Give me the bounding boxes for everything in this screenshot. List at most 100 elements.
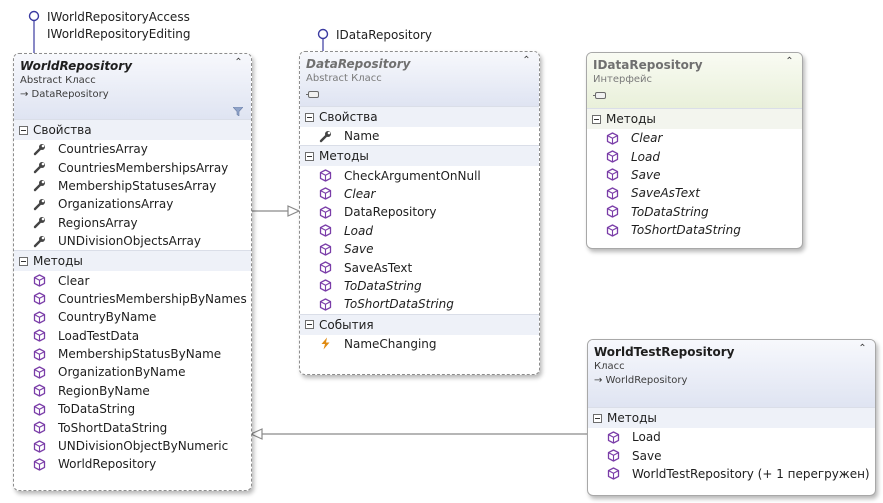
- member-label: CountryByName: [58, 310, 157, 325]
- collapse-box-icon[interactable]: [19, 125, 28, 135]
- class-name: DataRepository: [306, 57, 411, 71]
- member-row[interactable]: CountriesMembershipsArray: [14, 158, 251, 176]
- cube-icon: [606, 205, 619, 218]
- inheritance-arrow-test-to-world[interactable]: [249, 428, 587, 440]
- member-row[interactable]: SaveAsText: [300, 258, 539, 276]
- filter-icon[interactable]: [233, 107, 243, 116]
- lollipop-data-repository: [317, 28, 329, 52]
- member-list: NameChanging: [300, 335, 539, 353]
- member-row[interactable]: UNDivisionObjectByNumeric: [14, 437, 251, 455]
- interface-idata-repository[interactable]: IDataRepository Интерфейс ⌃ Методы Clear…: [586, 52, 803, 249]
- compartment-header[interactable]: Методы: [300, 145, 539, 167]
- lightning-icon: [319, 337, 332, 350]
- member-label: ToShortDataString: [631, 223, 741, 238]
- member-row[interactable]: Clear: [587, 129, 802, 147]
- member-row[interactable]: Load: [588, 428, 875, 446]
- member-label: CountriesMembershipsArray: [58, 160, 229, 175]
- class-stereotype: Класс: [594, 361, 625, 372]
- member-row[interactable]: WorldRepository: [14, 455, 251, 473]
- member-row[interactable]: MembershipStatusByName: [14, 345, 251, 363]
- member-row[interactable]: Save: [587, 166, 802, 184]
- base-class-link[interactable]: → WorldRepository: [594, 375, 688, 386]
- member-row[interactable]: WorldTestRepository (+ 1 перегружен): [588, 465, 875, 483]
- cube-icon: [607, 449, 620, 462]
- member-row[interactable]: Save: [300, 240, 539, 258]
- collapse-box-icon[interactable]: [593, 413, 602, 423]
- member-row[interactable]: ToShortDataString: [587, 221, 802, 239]
- member-row[interactable]: NameChanging: [300, 335, 539, 353]
- member-row[interactable]: CheckArgumentOnNull: [300, 166, 539, 184]
- member-row[interactable]: ToDataString: [300, 277, 539, 295]
- member-label: MembershipStatusesArray: [58, 178, 217, 193]
- collapse-box-icon[interactable]: [305, 151, 314, 161]
- member-row[interactable]: CountriesArray: [14, 140, 251, 158]
- member-row[interactable]: Save: [588, 446, 875, 464]
- class-name: WorldRepository: [20, 59, 133, 73]
- member-label: Load: [631, 149, 660, 164]
- member-row[interactable]: Load: [587, 147, 802, 165]
- member-row[interactable]: MembershipStatusesArray: [14, 177, 251, 195]
- member-row[interactable]: LoadTestData: [14, 327, 251, 345]
- member-label: Load: [344, 223, 373, 238]
- member-row[interactable]: ToShortDataString: [300, 295, 539, 313]
- member-label: Load: [632, 430, 661, 445]
- inheritance-arrow-world-to-data[interactable]: [251, 205, 301, 217]
- cube-icon: [606, 223, 619, 237]
- compartment-header[interactable]: События: [300, 313, 539, 335]
- member-label: Clear: [344, 186, 376, 201]
- member-row[interactable]: ToShortDataString: [14, 418, 251, 436]
- collapse-box-icon[interactable]: [19, 256, 28, 266]
- member-row[interactable]: Name: [300, 127, 539, 145]
- compartment-header[interactable]: Методы: [14, 250, 251, 272]
- member-row[interactable]: OrganizationByName: [14, 363, 251, 381]
- member-label: CountriesArray: [58, 142, 148, 157]
- collapse-box-icon[interactable]: [305, 320, 314, 330]
- class-name: WorldTestRepository: [594, 345, 735, 359]
- properties-compartment: Свойства Name: [300, 106, 539, 145]
- member-row[interactable]: Clear: [14, 271, 251, 289]
- wrench-icon: [33, 235, 46, 248]
- member-row[interactable]: OrganizationsArray: [14, 195, 251, 213]
- double-chevron-up-icon[interactable]: ⌃: [234, 57, 243, 68]
- member-label: Save: [344, 242, 374, 257]
- compartment-header[interactable]: Методы: [588, 407, 875, 428]
- expand-chip-icon[interactable]: [593, 92, 606, 99]
- member-row[interactable]: SaveAsText: [587, 184, 802, 202]
- class-stereotype: Интерфейс: [593, 74, 653, 85]
- class-world-test-repository[interactable]: WorldTestRepository Класс → WorldReposit…: [587, 339, 876, 496]
- double-chevron-up-icon[interactable]: ⌃: [858, 343, 867, 354]
- member-label: OrganizationByName: [58, 365, 186, 380]
- member-label: ToDataString: [344, 278, 422, 293]
- collapse-box-icon[interactable]: [305, 112, 314, 122]
- compartment-title: Методы: [319, 149, 369, 164]
- compartment-header[interactable]: Свойства: [300, 106, 539, 127]
- member-label: WorldRepository: [58, 457, 157, 472]
- member-row[interactable]: RegionsArray: [14, 214, 251, 232]
- member-row[interactable]: CountryByName: [14, 308, 251, 326]
- class-data-repository[interactable]: DataRepository Abstract Класс ⌃ Свойства…: [299, 51, 540, 375]
- wrench-icon: [33, 198, 46, 211]
- cube-icon: [33, 292, 46, 306]
- expand-chip-icon[interactable]: [306, 91, 319, 98]
- double-chevron-up-icon[interactable]: ⌃: [785, 56, 794, 67]
- member-row[interactable]: Load: [300, 222, 539, 240]
- base-class-link[interactable]: → DataRepository: [20, 89, 109, 100]
- member-row[interactable]: Clear: [300, 185, 539, 203]
- compartment-header[interactable]: Свойства: [14, 119, 251, 140]
- member-row[interactable]: RegionByName: [14, 382, 251, 400]
- collapse-box-icon[interactable]: [592, 114, 601, 124]
- class-world-repository[interactable]: WorldRepository Abstract Класс → DataRep…: [13, 53, 252, 491]
- cube-icon: [319, 206, 332, 219]
- member-row[interactable]: ToDataString: [14, 400, 251, 418]
- member-row[interactable]: UNDivisionObjectsArray: [14, 232, 251, 250]
- compartment-header[interactable]: Методы: [587, 108, 802, 129]
- cube-icon: [607, 431, 620, 444]
- lollipop-label: IWorldRepositoryEditing: [47, 27, 191, 41]
- events-compartment: События NameChanging: [300, 313, 539, 353]
- member-row[interactable]: ToDataString: [587, 203, 802, 221]
- member-row[interactable]: DataRepository: [300, 203, 539, 221]
- double-chevron-up-icon[interactable]: ⌃: [522, 55, 531, 66]
- member-row[interactable]: CountriesMembershipByNames: [14, 290, 251, 308]
